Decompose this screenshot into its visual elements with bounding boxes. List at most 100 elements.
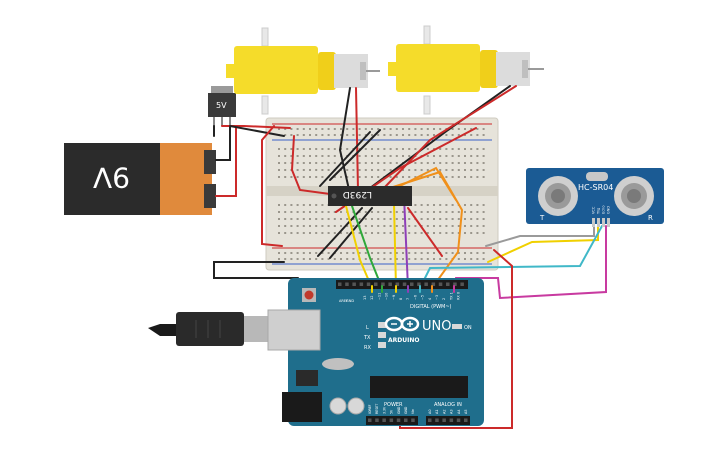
digital-pin-hole[interactable]: [453, 282, 457, 287]
digital-pin-hole[interactable]: [338, 282, 342, 287]
sensor-pin-vcc[interactable]: [592, 218, 595, 227]
digital-pin-label: 13: [363, 296, 367, 300]
voltage-regulator-smd: [296, 370, 318, 386]
power-pin-holes: [368, 418, 468, 423]
analog-pin-hole[interactable]: [428, 418, 432, 423]
capacitor-2: [347, 397, 365, 415]
digital-pin-label: 8: [399, 298, 403, 300]
usb-plug-body: [176, 312, 244, 346]
wire-orange-en: [389, 170, 464, 289]
digital-pin-hole[interactable]: [431, 282, 436, 287]
battery-9v[interactable]: 9V: [64, 143, 216, 215]
sensor-pin-echo[interactable]: [602, 218, 605, 227]
analog-pin-label: A0: [428, 409, 432, 414]
sensor-pin-trig[interactable]: [597, 218, 600, 227]
digital-pin-hole[interactable]: [417, 282, 421, 287]
usb-cable[interactable]: [148, 312, 270, 346]
analog-pin-label: A3: [450, 409, 454, 414]
analog-pin-hole[interactable]: [456, 418, 461, 423]
power-pin-label: 5V: [390, 409, 394, 414]
aref-label: AREF: [339, 299, 348, 303]
digital-pin-hole[interactable]: [366, 282, 371, 287]
wire-rail-black: [213, 261, 299, 279]
analog-pin-hole[interactable]: [435, 418, 439, 423]
sensor-pin-label: GND: [607, 206, 611, 214]
l293d-chip[interactable]: L293D: [328, 186, 412, 206]
led-label-tx: TX: [363, 335, 371, 341]
wire-battery-positive: [215, 125, 237, 197]
model-label: UNO: [422, 319, 451, 334]
analog-pin-label: A2: [442, 409, 446, 414]
power-pin-hole[interactable]: [411, 418, 415, 423]
digital-pin-hole[interactable]: [460, 282, 464, 287]
power-pin-label: Vin: [411, 409, 415, 414]
on-label: ON: [464, 325, 472, 331]
sensor-pin-label: VCC: [592, 206, 596, 214]
digital-pin-hole[interactable]: [438, 282, 443, 287]
power-pin-label: RESET: [375, 404, 379, 414]
sensor-pin-gnd[interactable]: [607, 218, 610, 227]
usb-port[interactable]: [267, 309, 321, 351]
power-pin-hole[interactable]: [396, 418, 401, 423]
digital-pin-hole[interactable]: [410, 282, 414, 287]
battery-terminal-negative: [204, 150, 216, 174]
capacitor-1: [329, 397, 347, 415]
wire-battery-negative: [215, 125, 231, 161]
sensor-mark-r: R: [648, 214, 653, 222]
wire-sensor-trig: [487, 225, 599, 263]
digital-pin-hole[interactable]: [352, 282, 356, 287]
battery-label: 9V: [93, 161, 130, 194]
sensor-label: HC-SR04: [578, 183, 613, 192]
power-pin-hole[interactable]: [368, 418, 372, 423]
digital-pin-hole[interactable]: [402, 282, 407, 287]
power-pin-hole[interactable]: [375, 418, 379, 423]
power-jack[interactable]: [282, 392, 322, 422]
analog-pin-label: A5: [464, 409, 468, 414]
digital-pin-label: ~3: [435, 295, 439, 300]
digital-pin-hole[interactable]: [388, 282, 392, 287]
power-header-label: POWER: [384, 402, 403, 408]
power-pin-label: IOREF: [368, 404, 372, 414]
sensor-pin-label: Trig: [597, 208, 601, 215]
motor-gearbox-right: [396, 44, 480, 92]
sensor-crystal: [586, 172, 608, 181]
power-pin-hole[interactable]: [382, 418, 386, 423]
digital-pin-hole[interactable]: [446, 282, 450, 287]
dc-motor-left[interactable]: [226, 27, 380, 115]
power-pin-label: GND: [404, 406, 408, 414]
digital-pin-hole[interactable]: [395, 282, 400, 287]
analog-pin-hole[interactable]: [449, 418, 454, 423]
atmega-chip: [370, 376, 468, 398]
power-pin-hole[interactable]: [404, 418, 408, 423]
voltage-regulator[interactable]: 5V: [208, 86, 236, 126]
digital-pin-hole[interactable]: [381, 282, 385, 287]
crystal-oscillator: [322, 358, 354, 370]
arduino-logo-icon: [384, 316, 420, 332]
digital-header: [336, 280, 468, 289]
analog-pin-hole[interactable]: [464, 418, 468, 423]
digital-pin-hole[interactable]: [359, 282, 364, 287]
analog-pin-label: A4: [457, 409, 461, 414]
digital-pin-hole[interactable]: [374, 282, 378, 287]
digital-pin-hole[interactable]: [345, 282, 349, 287]
digital-pin-label: ~6: [413, 295, 417, 300]
digital-pin-label: ~9: [392, 295, 396, 300]
digital-pin-holes: [338, 282, 464, 287]
battery-body: [64, 143, 172, 215]
analog-header: [426, 416, 470, 425]
power-pin-hole[interactable]: [389, 418, 394, 423]
dc-motor-right[interactable]: [388, 25, 544, 115]
digital-pin-hole[interactable]: [424, 282, 428, 287]
wire-sensor-vcc: [485, 225, 595, 247]
on-led: [452, 324, 462, 329]
reset-button[interactable]: [304, 290, 314, 300]
digital-pin-label: 7: [406, 298, 410, 300]
digital-pin-label: RX 0: [457, 292, 461, 300]
analog-pin-hole[interactable]: [442, 418, 446, 423]
battery-terminal-positive: [204, 184, 216, 208]
